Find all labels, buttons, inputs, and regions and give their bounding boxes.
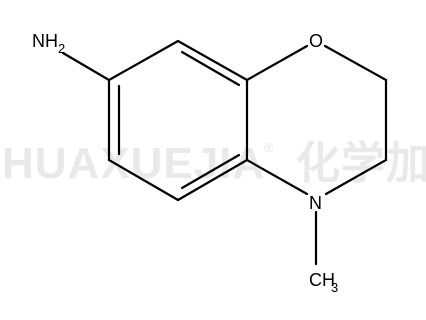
amine-subscript: 2 bbox=[58, 41, 65, 56]
bond-c3-n bbox=[324, 158, 388, 196]
watermark-chinese: 化学加 bbox=[296, 139, 426, 188]
amine-label: NH bbox=[32, 31, 58, 51]
watermark: HUAXUEJIA ® 化学加 bbox=[2, 139, 426, 188]
bond-c7-nh2 bbox=[61, 51, 111, 82]
methyl-subscript: 3 bbox=[331, 280, 338, 295]
bond-set bbox=[61, 39, 388, 266]
watermark-registered-mark: ® bbox=[264, 140, 274, 155]
bond-c4a-c5-double bbox=[180, 153, 241, 190]
methyl-group-label: CH 3 bbox=[309, 270, 338, 295]
bond-n-c4a bbox=[245, 158, 309, 196]
bond-c8-c8a-double bbox=[180, 50, 241, 87]
watermark-latin: HUAXUEJIA bbox=[2, 139, 265, 188]
atom-labels: NH 2 O N CH 3 bbox=[32, 31, 338, 295]
oxygen-atom-label: O bbox=[309, 31, 323, 51]
bond-c7-c8 bbox=[107, 39, 180, 82]
bond-c5-c6 bbox=[107, 158, 180, 202]
bond-o-c2 bbox=[323, 44, 388, 82]
bond-c8-c8a bbox=[176, 39, 249, 82]
nitrogen-atom-label: N bbox=[309, 193, 322, 213]
bond-c4a-c5 bbox=[176, 158, 249, 202]
bond-c8a-o bbox=[245, 44, 309, 82]
methyl-label: CH bbox=[309, 270, 335, 290]
amine-group-label: NH 2 bbox=[32, 31, 65, 56]
